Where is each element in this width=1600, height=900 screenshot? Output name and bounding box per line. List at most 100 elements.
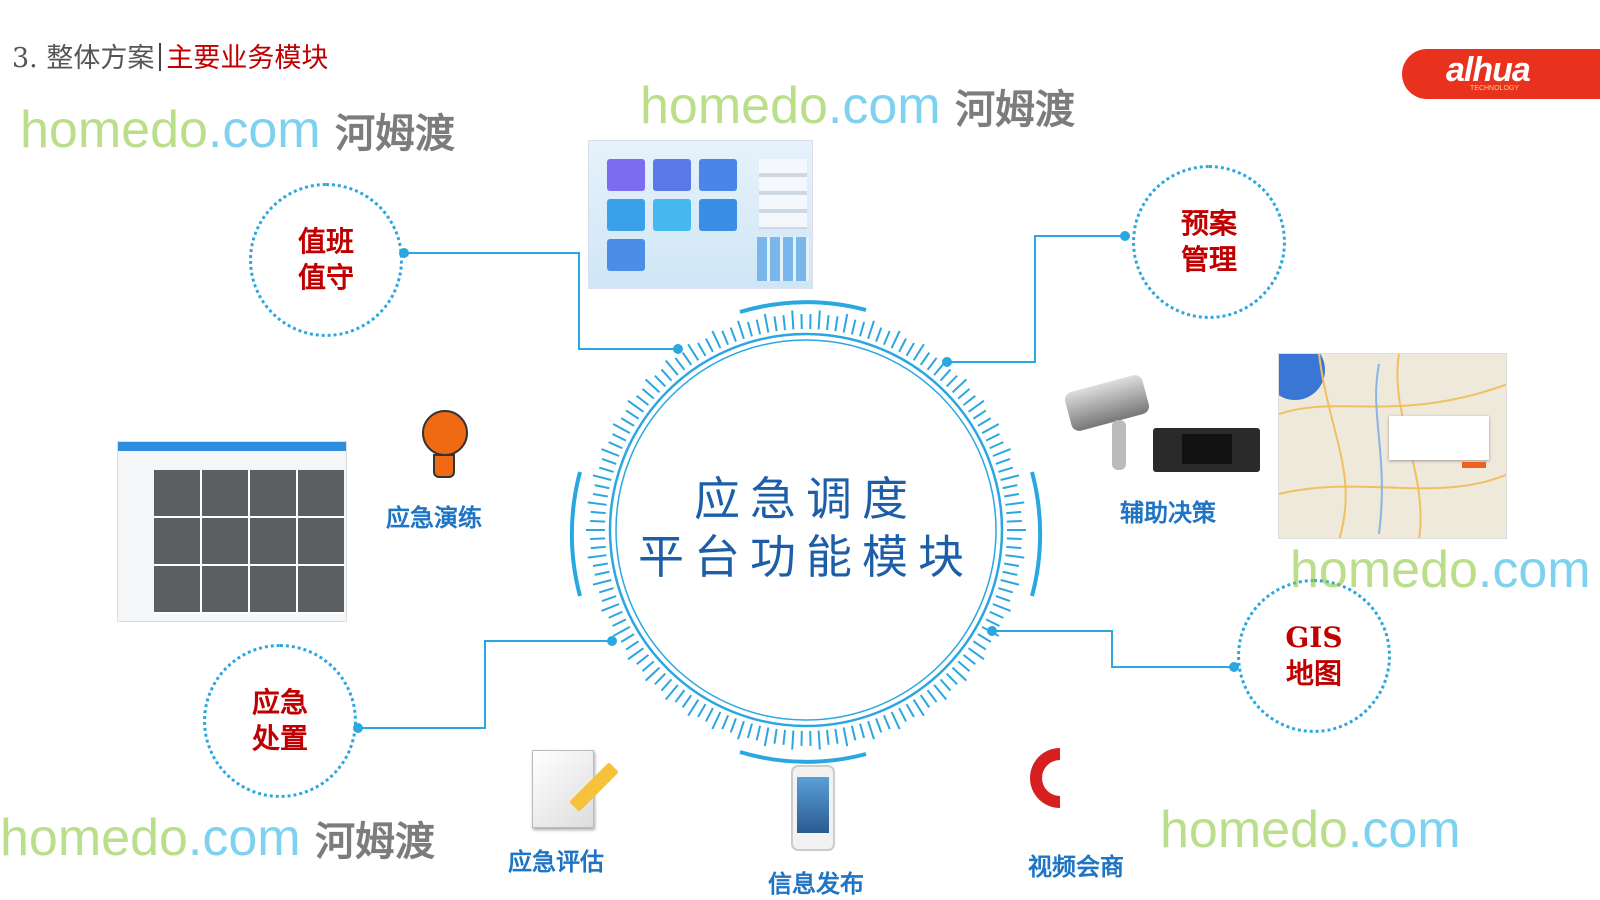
tick-mark [1006,510,1022,515]
tick-mark [1002,570,1018,576]
tick-mark [898,338,907,353]
tick-mark [636,395,650,406]
tick-ring [586,310,1026,750]
tick-mark [912,699,925,717]
connector-plan [947,235,1125,363]
tick-mark [972,640,987,651]
tick-mark [912,343,925,361]
tick-mark [627,647,644,661]
module-plan[interactable]: 预案管理 [1132,165,1286,319]
tick-mark [945,672,958,686]
plan-label-2: 管理 [1180,243,1237,276]
tick-mark [687,699,700,717]
tick-mark [834,316,839,332]
tick-mark [968,647,985,661]
arc-top [739,300,867,314]
tick-mark [919,352,931,366]
gis-label-2: 地图 [1285,657,1342,690]
tick-mark [729,718,737,733]
tick-mark [882,330,891,346]
tick-mark [746,321,753,337]
tick-mark [791,730,795,750]
tick-mark [773,728,778,744]
center-title: 应急调度平台功能模块 [638,470,974,586]
tick-mark [992,603,1011,612]
tick-mark [601,603,620,612]
tick-mark [989,441,1004,450]
tick-mark [681,694,693,708]
map-roads [1279,354,1506,538]
section-subtitle: 主要业务模块 [166,43,329,74]
tick-mark [817,310,821,330]
tick-mark [636,654,650,665]
tick-mark [590,545,606,550]
tick-mark [826,315,830,331]
tick-mark [1000,579,1020,586]
logo-tagline: TECHNOLOGY [1470,85,1520,92]
tick-mark [601,458,617,465]
tick-mark [612,423,631,435]
tick-mark [592,492,608,498]
dot-gis-outer [1229,662,1239,672]
connector-gis [992,630,1234,668]
tick-mark [995,595,1011,602]
duty-label-2: 值守 [297,261,354,294]
tick-mark [791,310,795,330]
tick-mark [587,554,607,559]
tick-mark [664,684,679,701]
tick-mark [601,448,620,457]
tick-mark [985,618,1000,627]
handling-label-1: 应急 [251,686,308,719]
inner-ring [608,332,1004,728]
tick-mark [985,433,1000,442]
tick-mark [608,610,623,619]
module-handling[interactable]: 应急处置 [203,644,357,798]
tick-mark [592,579,612,586]
tick-mark [834,728,839,744]
tick-mark [1005,501,1025,506]
gis-label-1: GIS [1285,621,1343,654]
drill-app-screenshot [117,441,347,622]
tick-mark [933,684,948,701]
tick-mark [763,727,770,747]
center-title-line1: 应急调度 [694,472,918,526]
tick-mark [939,368,952,382]
tick-mark [681,352,693,366]
tick-mark [590,510,606,515]
smartphone-icon [791,765,835,851]
tick-mark [859,321,866,337]
tick-mark [674,357,686,371]
tick-mark [737,720,745,740]
publish-label[interactable]: 信息发布 [768,869,864,898]
tick-mark [737,320,745,340]
tick-mark [697,342,707,357]
video-label[interactable]: 视频会商 [1028,852,1124,881]
tick-mark [1004,562,1020,568]
tick-mark [882,714,891,730]
tick-mark [968,399,985,413]
gis-map-screenshot [1278,353,1507,539]
tick-mark [721,330,730,346]
tick-mark [755,319,762,335]
tick-mark [598,587,614,594]
tick-mark [1006,545,1022,550]
module-duty[interactable]: 值班值守 [249,183,403,337]
tick-mark [972,409,987,420]
tick-mark [594,484,610,490]
tick-mark [654,672,667,686]
camera-mount [1112,420,1126,470]
tick-mark [951,666,968,682]
tick-mark [625,409,640,420]
connector-handling [358,640,612,729]
decision-label[interactable]: 辅助决策 [1120,498,1216,527]
tick-mark [939,678,952,692]
tick-mark [627,399,644,413]
tick-mark [898,707,907,722]
assessment-label[interactable]: 应急评估 [508,847,604,876]
drill-label[interactable]: 应急演练 [386,503,482,532]
section-title: 3. 整体方案 [12,43,155,74]
tick-mark [697,703,707,718]
tick-mark [919,694,931,708]
tick-mark [664,359,679,376]
